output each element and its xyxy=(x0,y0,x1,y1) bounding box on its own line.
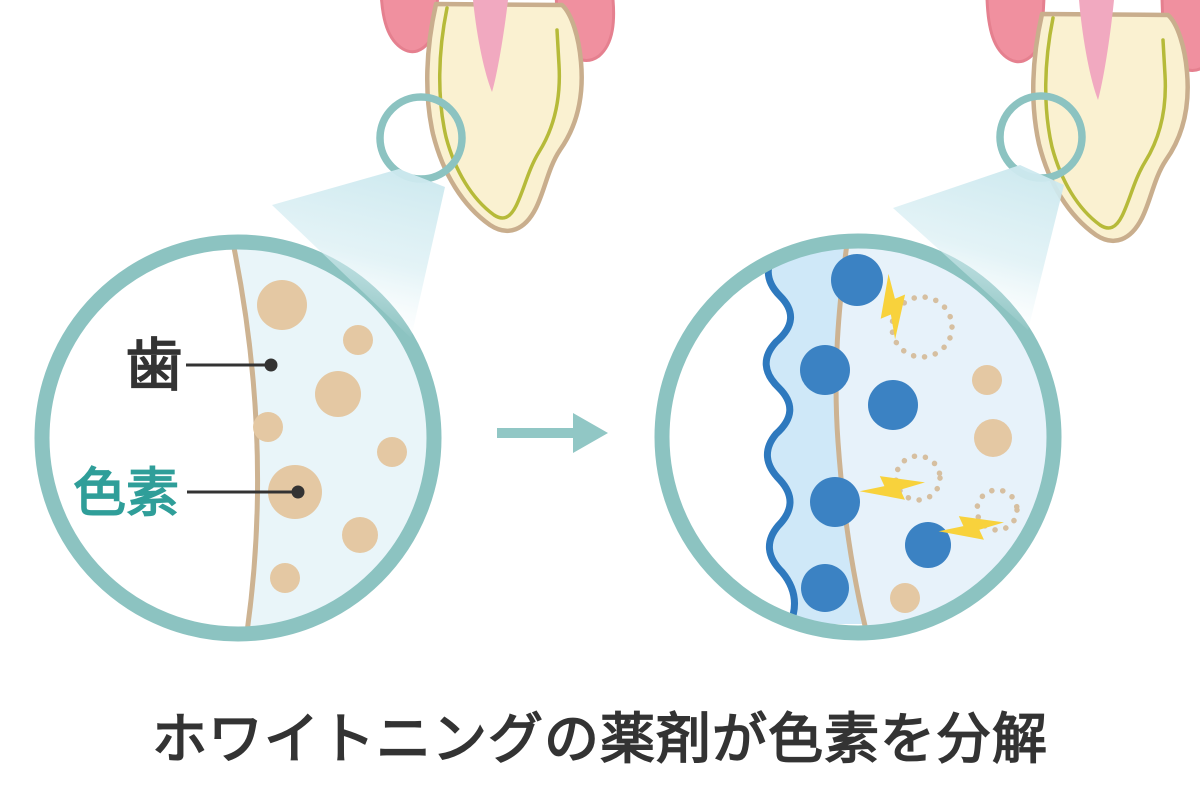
tooth-pointer-dot xyxy=(264,358,278,372)
dissolving-pigment-circles xyxy=(889,294,1020,533)
pigment-dot xyxy=(270,563,300,593)
pigment-dot xyxy=(974,419,1012,457)
agent-dot xyxy=(831,254,883,306)
agent-dot xyxy=(905,522,951,568)
magnifier-beam xyxy=(272,169,445,338)
agent-dot xyxy=(800,345,850,395)
agent-dot xyxy=(801,564,849,612)
dissolving-pigment-dotted-circle xyxy=(893,453,943,503)
tooth-interior xyxy=(232,247,429,629)
magnified-view-after xyxy=(654,233,1062,641)
magnifier-ring xyxy=(34,234,442,642)
dissolving-pigment-dotted-circle xyxy=(974,487,1020,533)
agent-dot xyxy=(810,477,860,527)
pigment-dot xyxy=(315,371,361,417)
tooth-illustration-before xyxy=(380,0,616,234)
pigment-dot xyxy=(343,325,373,355)
pigment-dot xyxy=(257,280,307,330)
magnified-view-before: 歯 色素 xyxy=(34,234,442,642)
tooth-body xyxy=(425,1,584,234)
tooth-body xyxy=(1031,11,1190,244)
pigment-dot xyxy=(377,437,407,467)
pigment-dots-remaining xyxy=(890,365,1012,613)
pigment-dot xyxy=(342,517,378,553)
pigment-dot xyxy=(253,412,283,442)
pigment-dot xyxy=(972,365,1002,395)
dissolving-pigment-dotted-circle xyxy=(889,294,955,360)
tooth-label: 歯 xyxy=(126,334,183,398)
agent-dot xyxy=(868,380,918,430)
transition-arrow xyxy=(497,413,608,453)
gel-wave-line xyxy=(762,246,798,628)
whitening-agent-dots xyxy=(800,254,951,612)
caption-title: ホワイトニングの薬剤が色素を分解 xyxy=(152,708,1048,770)
root-canal xyxy=(1079,0,1114,100)
magnifier-beam xyxy=(893,165,1064,330)
magnifier-ring xyxy=(654,233,1062,641)
root-canal xyxy=(473,0,508,92)
arrow-shaft xyxy=(497,428,577,438)
enamel-line xyxy=(1044,16,1168,230)
tooth-illustration-after xyxy=(985,0,1200,244)
pigment-label: 色素 xyxy=(73,464,179,523)
pigment-pointer-dot xyxy=(291,485,305,499)
pigment-dot xyxy=(890,583,920,613)
tooth-surface-line xyxy=(229,247,261,629)
arrow-right-icon xyxy=(573,413,608,453)
